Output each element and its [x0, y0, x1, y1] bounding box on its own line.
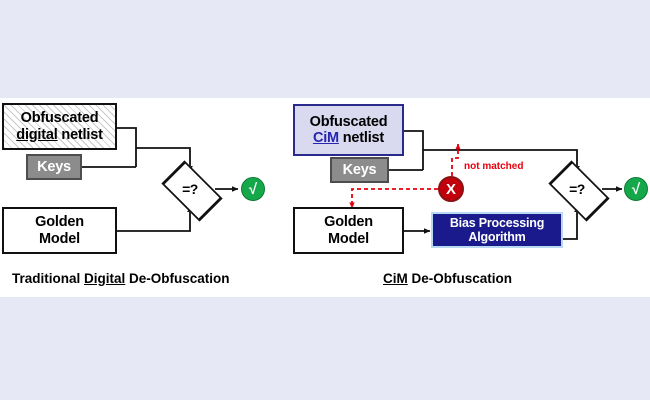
left-caption-suffix: De-Obfuscation — [125, 271, 230, 286]
left-golden-model-box[interactable]: Golden Model — [2, 207, 117, 254]
mismatch-cross-mark-icon: X — [438, 176, 464, 202]
left-panel-caption: Traditional Digital De-Obfuscation — [12, 271, 230, 286]
right-bias-to-decision — [563, 205, 580, 240]
mismatch-feedback-connector — [349, 188, 438, 209]
right-netlist-emphasis: CiM — [312, 130, 339, 146]
right-netlist-line1: Obfuscated — [309, 113, 388, 130]
left-keys-box[interactable]: Keys — [26, 154, 82, 180]
right-keys-label: Keys — [342, 161, 377, 178]
right-decision-diamond[interactable]: =? — [548, 160, 610, 222]
right-merge-to-decision — [423, 149, 580, 173]
right-golden-model-box[interactable]: Golden Model — [293, 207, 404, 254]
left-keys-label: Keys — [37, 158, 71, 175]
left-merge-to-decision — [136, 147, 193, 173]
left-netlist-line2: digital netlist — [16, 126, 103, 143]
left-obfuscated-digital-netlist-box[interactable]: Obfuscated digital netlist — [2, 103, 117, 150]
right-panel-caption: CiM De-Obfuscation — [383, 271, 512, 286]
right-netlist-rest: netlist — [338, 130, 385, 146]
right-caption-suffix: De-Obfuscation — [407, 271, 513, 286]
bias-line2: Algorithm — [468, 230, 526, 244]
left-netlist-line1: Obfuscated — [20, 110, 99, 127]
right-caption-emphasis: CiM — [383, 271, 408, 286]
right-obfuscated-cim-netlist-box[interactable]: Obfuscated CiM netlist — [293, 104, 404, 156]
background-band-top — [0, 0, 650, 98]
not-matched-annotation: not matched — [464, 161, 524, 172]
mismatch-glyph: X — [445, 180, 456, 198]
left-golden-to-decision — [117, 205, 193, 232]
right-check-mark-icon: √ — [624, 177, 648, 201]
left-netlist-connector — [117, 127, 137, 167]
right-keys-box[interactable]: Keys — [330, 157, 389, 183]
right-golden-line2: Model — [328, 230, 369, 247]
right-decision-label: =? — [569, 181, 585, 197]
right-check-glyph: √ — [631, 180, 641, 198]
background-band-bottom — [0, 297, 650, 400]
left-netlist-rest: netlist — [57, 126, 103, 143]
left-decision-label: =? — [182, 181, 198, 197]
left-decision-diamond[interactable]: =? — [161, 160, 223, 222]
bias-processing-algorithm-box[interactable]: Bias Processing Algorithm — [431, 212, 563, 248]
left-caption-emphasis: Digital — [84, 271, 126, 286]
left-check-glyph: √ — [248, 180, 258, 198]
bias-line1: Bias Processing — [449, 216, 545, 230]
right-netlist-line2: CiM netlist — [313, 130, 384, 146]
left-netlist-emphasis: digital — [16, 126, 58, 143]
right-golden-line1: Golden — [324, 214, 373, 231]
left-check-mark-icon: √ — [241, 177, 265, 201]
left-golden-line2: Model — [39, 230, 80, 247]
left-golden-line1: Golden — [35, 214, 84, 231]
left-caption-prefix: Traditional — [12, 271, 85, 286]
right-netlist-connector — [404, 130, 424, 170]
mismatch-tap-connector — [451, 143, 461, 176]
